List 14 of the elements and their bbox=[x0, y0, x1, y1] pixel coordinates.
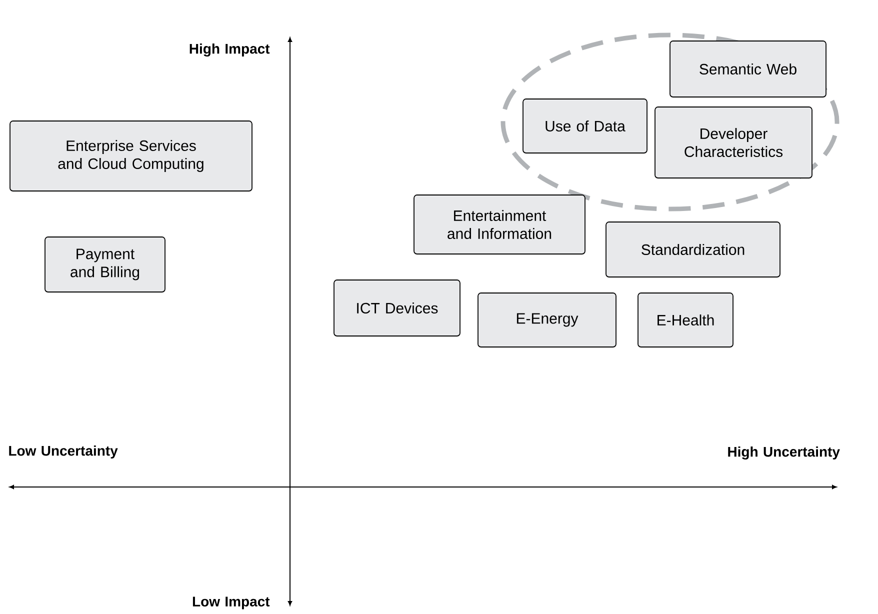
topic-box: E-Energy bbox=[478, 292, 616, 348]
topic-box: Standardization bbox=[606, 222, 780, 278]
topic-box: Enterprise Services and Cloud Computing bbox=[10, 120, 252, 192]
axis-label: Low Uncertainty bbox=[9, 445, 118, 459]
axis-label: High Impact bbox=[190, 43, 270, 57]
axis-label: Low Impact bbox=[192, 596, 270, 610]
topic-box: Semantic Web bbox=[670, 40, 826, 98]
topic-box: Use of Data bbox=[522, 98, 648, 154]
topic-box: Payment and Billing bbox=[44, 236, 166, 292]
topic-box: E-Health bbox=[638, 292, 734, 348]
topic-box: Developer Characteristics bbox=[654, 106, 812, 178]
topic-box: Entertainment and Information bbox=[414, 194, 586, 254]
axis-label: High Uncertainty bbox=[728, 446, 840, 460]
topic-box: ICT Devices bbox=[334, 280, 460, 336]
